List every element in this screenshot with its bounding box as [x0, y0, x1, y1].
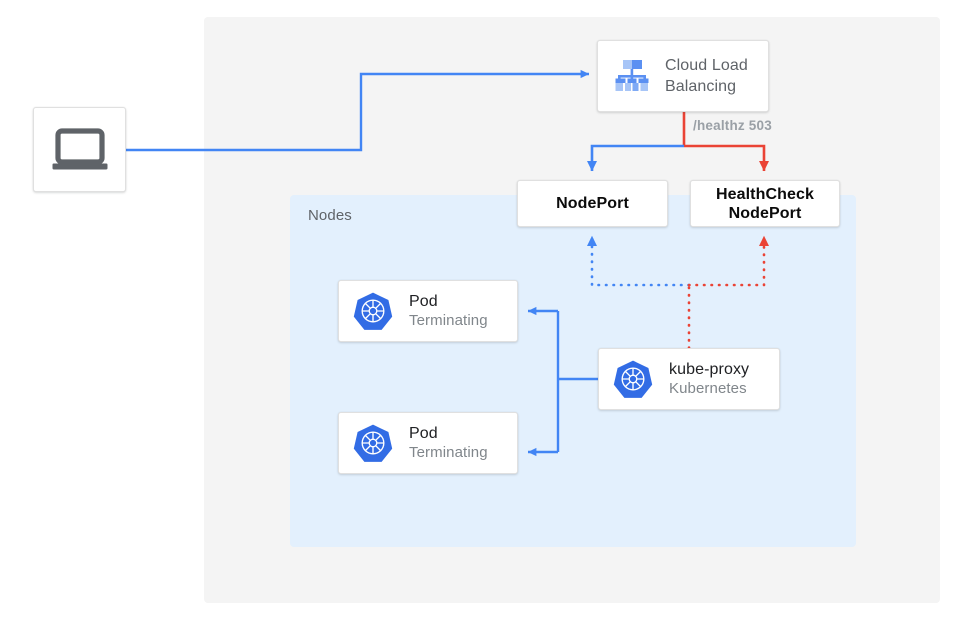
nodeport-node[interactable]: NodePort: [517, 180, 668, 227]
kube-proxy-node[interactable]: kube-proxy Kubernetes: [598, 348, 780, 410]
pod-1-title: Pod: [409, 292, 438, 310]
kube-proxy-subtitle: Kubernetes: [669, 379, 747, 397]
cloud-load-balancing-icon: [615, 60, 649, 91]
pod-node-1[interactable]: Pod Terminating: [338, 280, 518, 342]
kubernetes-icon: [353, 424, 393, 462]
cloud-load-balancing-label: Cloud Load Balancing: [665, 55, 748, 97]
pod-1-status: Terminating: [409, 311, 488, 329]
healthz-edge-label: /healthz 503: [693, 118, 772, 133]
healthcheck-nodeport-label-line2: NodePort: [728, 204, 802, 222]
cloud-load-balancing-node[interactable]: Cloud Load Balancing: [597, 40, 769, 112]
laptop-icon: [52, 127, 107, 169]
healthcheck-nodeport-label-line1: HealthCheck: [715, 185, 815, 203]
cloud-load-balancing-label-line2: Balancing: [665, 78, 737, 95]
nodes-panel-label: Nodes: [308, 207, 352, 224]
kube-proxy-labels: kube-proxy Kubernetes: [669, 361, 749, 398]
pod-2-labels: Pod Terminating: [409, 425, 488, 462]
pod-node-2[interactable]: Pod Terminating: [338, 412, 518, 474]
kube-proxy-title: kube-proxy: [669, 360, 750, 378]
healthcheck-nodeport-label: HealthCheck NodePort: [716, 185, 814, 223]
healthcheck-nodeport-node[interactable]: HealthCheck NodePort: [690, 180, 840, 227]
nodeport-label: NodePort: [556, 195, 629, 212]
kubernetes-icon: [613, 360, 653, 398]
pod-1-labels: Pod Terminating: [409, 293, 488, 330]
cloud-load-balancing-label-line1: Cloud Load: [665, 57, 748, 74]
kubernetes-icon: [353, 292, 393, 330]
client-node[interactable]: [33, 107, 126, 192]
pod-2-status: Terminating: [409, 443, 488, 461]
pod-2-title: Pod: [409, 424, 438, 442]
